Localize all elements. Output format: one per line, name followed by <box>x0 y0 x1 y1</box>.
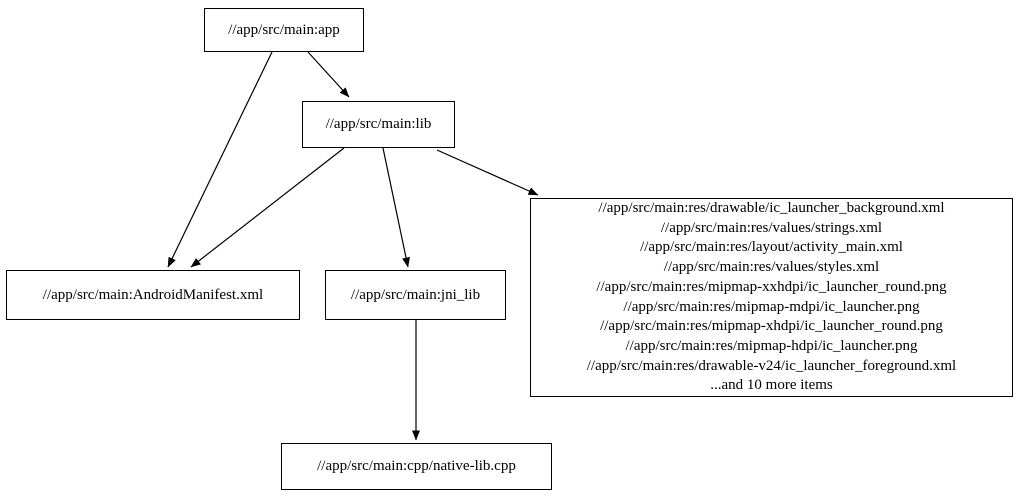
resource-item: //app/src/main:res/mipmap-hdpi/ic_launch… <box>625 337 918 354</box>
resource-item: //app/src/main:res/mipmap-xhdpi/ic_launc… <box>600 318 943 335</box>
node-jni-lib: //app/src/main:jni_lib <box>325 270 506 320</box>
resource-more-items: ...and 10 more items <box>710 377 833 394</box>
node-lib-label: //app/src/main:lib <box>325 116 432 132</box>
node-android-manifest-label: //app/src/main:AndroidManifest.xml <box>42 286 264 303</box>
node-app-target: //app/src/main:app <box>204 8 364 52</box>
node-resources-group: //app/src/main:res/drawable/ic_launcher_… <box>530 198 1013 397</box>
node-lib-target: //app/src/main:lib <box>302 101 455 148</box>
node-native-lib-cpp-label: //app/src/main:cpp/native-lib.cpp <box>317 458 516 474</box>
edge-app-to-lib <box>307 51 350 98</box>
resource-item: //app/src/main:res/mipmap-xxhdpi/ic_laun… <box>596 278 947 295</box>
edge-lib-to-res <box>436 149 539 196</box>
resource-item: //app/src/main:res/mipmap-mdpi/ic_launch… <box>623 298 920 315</box>
edge-app-to-manifest <box>167 51 273 268</box>
node-jni-lib-label: //app/src/main:jni_lib <box>350 286 481 303</box>
resource-item: //app/src/main:res/drawable/ic_launcher_… <box>598 199 945 216</box>
resource-item: //app/src/main:res/values/styles.xml <box>663 259 880 276</box>
resource-item: //app/src/main:res/values/strings.xml <box>660 219 883 236</box>
node-android-manifest: //app/src/main:AndroidManifest.xml <box>6 270 300 320</box>
node-native-lib-cpp: //app/src/main:cpp/native-lib.cpp <box>281 443 552 490</box>
edge-lib-to-manifest <box>190 147 345 268</box>
resource-item: //app/src/main:res/layout/activity_main.… <box>640 239 903 256</box>
node-app-label: //app/src/main:app <box>228 21 340 38</box>
resource-item: //app/src/main:res/drawable-v24/ic_launc… <box>586 357 957 374</box>
edge-lib-to-jni <box>382 147 410 268</box>
